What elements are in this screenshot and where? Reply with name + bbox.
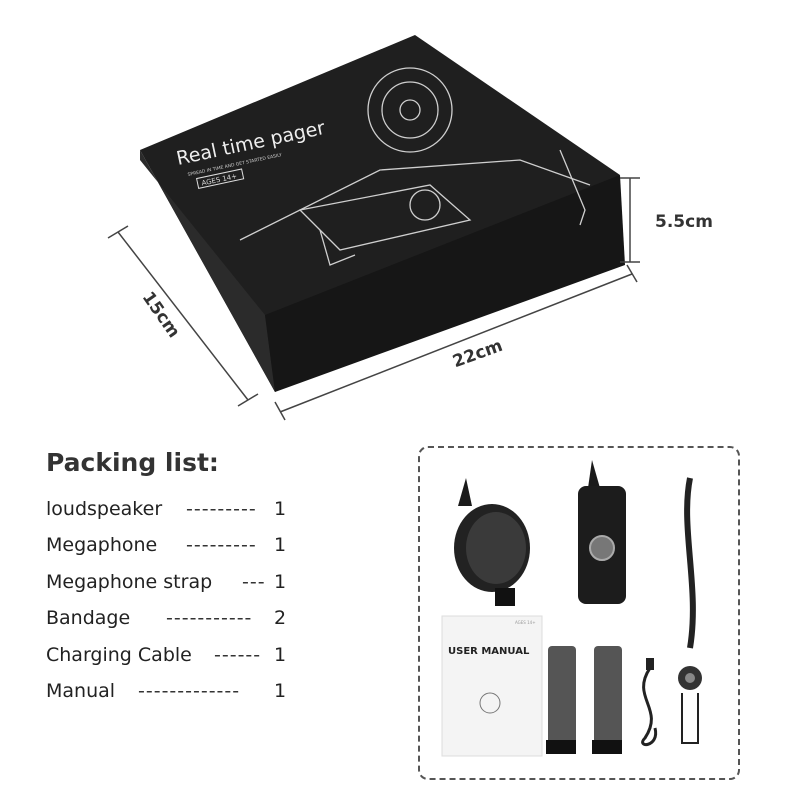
contents-illustration: USER MANUAL AGES 14+ (441, 460, 702, 757)
packing-list-item: Charging Cable------1 (46, 644, 287, 666)
packing-list-title: Packing list: (46, 448, 219, 477)
item-qty: 1 (274, 571, 287, 593)
box-side (140, 150, 275, 392)
height-dimension: 5.5cm (655, 212, 713, 232)
packing-list-item: Bandage-----------2 (46, 607, 287, 629)
package-contents-panel: USER MANUAL AGES 14+ (418, 446, 740, 780)
item-name: Megaphone (46, 534, 158, 556)
item-qty: 1 (274, 498, 287, 520)
manual-title: USER MANUAL (448, 646, 530, 657)
item-name: Charging Cable (46, 644, 192, 666)
packing-list-item: loudspeaker---------1 (46, 498, 287, 520)
drone-line-art (239, 67, 591, 266)
packing-list-item: Manual-------------1 (46, 680, 287, 702)
box-top (140, 35, 620, 392)
product-box-illustration: Real time pager SPREAD IN TIME AND GET S… (107, 35, 640, 421)
charging-cable (641, 658, 658, 746)
item-qty: 1 (274, 644, 287, 666)
box-front (265, 175, 625, 392)
item-qty: 1 (274, 680, 287, 702)
user-manual: USER MANUAL AGES 14+ (441, 615, 543, 757)
megaphone-device (578, 460, 626, 604)
packing-list-item: Megaphone---------1 (46, 534, 287, 556)
item-qty: 1 (274, 534, 287, 556)
item-name: Megaphone strap (46, 571, 213, 593)
item-name: Bandage (46, 607, 131, 629)
bandage (546, 646, 622, 754)
item-name: Manual (46, 680, 116, 702)
packing-list-item: Megaphone strap---1 (46, 571, 287, 593)
loudspeaker (454, 478, 530, 606)
megaphone-strap (678, 477, 702, 744)
dimension-lines (107, 177, 640, 421)
manual-age: AGES 14+ (515, 620, 536, 625)
item-qty: 2 (274, 607, 287, 629)
item-name: loudspeaker (46, 498, 163, 520)
